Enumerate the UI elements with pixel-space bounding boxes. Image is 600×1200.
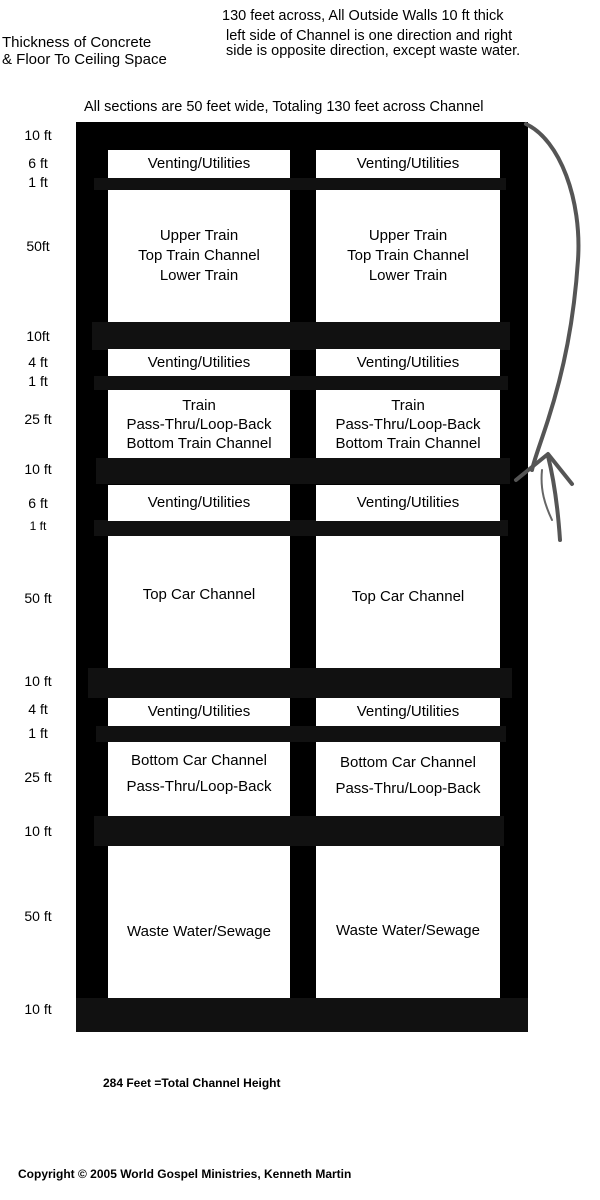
measure-slab-1: 1 ft [28, 174, 48, 190]
measure-vent-1: 6 ft [28, 155, 48, 171]
measure-vent-4: 4 ft [28, 701, 48, 717]
measure-slab-3: 1 ft [29, 519, 47, 533]
room-line: Top Car Channel [142, 586, 256, 603]
vent-3-right: Venting/Utilities [316, 485, 500, 521]
width-note: All sections are 50 feet wide, Totaling … [84, 99, 484, 115]
header-line-2: left side of Channel is one direction an… [226, 28, 513, 44]
top-train-channel-right: Upper Train Top Train Channel Lower Trai… [316, 190, 500, 322]
measure-vent-2: 4 ft [28, 354, 48, 370]
room-line: Lower Train [159, 267, 239, 284]
bottom-car-channel-left: Bottom Car Channel Pass-Thru/Loop-Back [108, 742, 290, 816]
waste-water-right: Waste Water/Sewage [316, 846, 500, 998]
room-line: Top Car Channel [351, 588, 465, 605]
bottom-wall [76, 998, 528, 1032]
bottom-train-channel-right: Train Pass-Thru/Loop-Back Bottom Train C… [316, 390, 500, 458]
room-line: Bottom Car Channel [340, 754, 476, 771]
room-line: Pass-Thru/Loop-Back [335, 415, 481, 433]
measure-car-1: 50 ft [24, 590, 52, 606]
room-line: Pass-Thru/Loop-Back [126, 415, 272, 433]
total-height-note: 284 Feet =Total Channel Height [103, 1076, 281, 1090]
room-line: Top Train Channel [347, 247, 469, 264]
slab-2 [94, 376, 508, 390]
vent-1-left: Venting/Utilities [108, 150, 290, 178]
vent-2-left: Venting/Utilities [108, 349, 290, 376]
header-line-3: side is opposite direction, except waste… [226, 43, 521, 59]
room-line: Bottom Train Channel [335, 434, 481, 452]
floor-2 [96, 458, 510, 484]
copyright: Copyright © 2005 World Gospel Ministries… [18, 1167, 352, 1181]
floor-4 [94, 816, 504, 846]
vent-4-left: Venting/Utilities [108, 698, 290, 726]
room-line: Lower Train [368, 267, 448, 284]
room-line: Waste Water/Sewage [127, 923, 271, 940]
bottom-train-channel-left: Train Pass-Thru/Loop-Back Bottom Train C… [108, 390, 290, 458]
measure-car-2: 25 ft [24, 769, 52, 785]
measure-waste: 50 ft [24, 908, 52, 924]
room-line: Train [391, 396, 425, 414]
room-line: Train [182, 396, 216, 414]
measure-floor-4: 10 ft [24, 823, 52, 839]
measure-train-1: 50ft [26, 238, 50, 254]
vent-2-right: Venting/Utilities [316, 349, 500, 376]
slab-3 [94, 520, 508, 536]
room-line: Upper Train [368, 227, 448, 244]
measure-floor-2: 10 ft [24, 461, 52, 477]
measure-floor-3: 10 ft [24, 673, 52, 689]
bottom-car-channel-right: Bottom Car Channel Pass-Thru/Loop-Back [316, 742, 500, 816]
room-line: Pass-Thru/Loop-Back [126, 778, 272, 795]
measure-floor-1: 10ft [26, 328, 50, 344]
measure-slab-4: 1 ft [28, 725, 48, 741]
top-car-channel-right: Top Car Channel [316, 536, 500, 668]
floor-1 [92, 322, 510, 350]
loop-back-arrow-icon [514, 122, 581, 542]
room-line: Bottom Car Channel [131, 752, 267, 769]
room-line: Upper Train [159, 227, 239, 244]
vent-1-right: Venting/Utilities [316, 150, 500, 178]
room-line: Top Train Channel [138, 247, 260, 264]
room-line: Bottom Train Channel [126, 434, 272, 452]
vent-4-right: Venting/Utilities [316, 698, 500, 726]
measure-bottom-wall: 10 ft [24, 1001, 52, 1017]
room-line: Waste Water/Sewage [336, 922, 480, 939]
header-line-1: 130 feet across, All Outside Walls 10 ft… [222, 8, 504, 24]
top-car-channel-left: Top Car Channel [108, 536, 290, 668]
left-title-line-2: & Floor To Ceiling Space [2, 51, 167, 68]
measure-top-wall: 10 ft [24, 127, 52, 143]
measure-slab-2: 1 ft [28, 373, 48, 389]
vent-3-left: Venting/Utilities [108, 485, 290, 521]
measure-vent-3: 6 ft [28, 495, 48, 511]
waste-water-left: Waste Water/Sewage [108, 846, 290, 998]
slab-4 [96, 726, 506, 742]
floor-3 [88, 668, 512, 698]
slab-1 [94, 178, 506, 190]
measure-train-2: 25 ft [24, 411, 52, 427]
top-train-channel-left: Upper Train Top Train Channel Lower Trai… [108, 190, 290, 322]
left-title-line-1: Thickness of Concrete [2, 34, 152, 51]
room-line: Pass-Thru/Loop-Back [335, 780, 481, 797]
